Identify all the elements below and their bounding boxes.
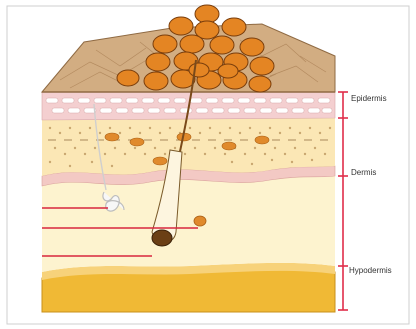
hair-bulb xyxy=(152,230,172,246)
dermis-lower-layer xyxy=(42,176,335,272)
sebaceous-gland xyxy=(194,216,206,226)
hypodermis-layer xyxy=(42,269,335,312)
dermis-label: Dermis xyxy=(351,168,376,177)
hypodermis-label: Hypodermis xyxy=(349,266,392,275)
epidermis-label: Epidermis xyxy=(351,94,387,103)
dermis-upper-layer xyxy=(42,118,335,176)
